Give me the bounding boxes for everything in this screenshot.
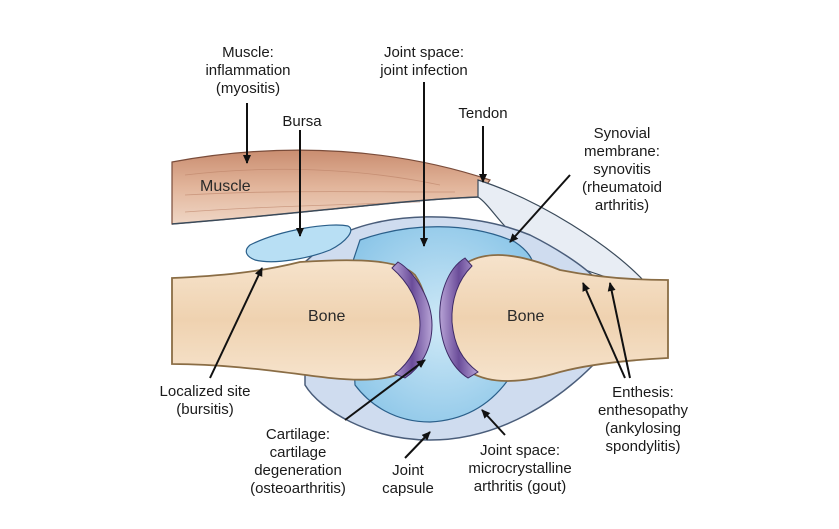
label-synovial-membrane: Synovial membrane: synovitis (rheumatoid…: [581, 125, 663, 214]
tendon-outline: [171, 196, 479, 225]
annotation-arrows: [209, 82, 631, 459]
label-bursa: Bursa: [282, 113, 322, 130]
arrow-enthesis-1: [582, 282, 626, 379]
cartilage-left: [391, 261, 433, 379]
label-localized-site: Localized site (bursitis): [159, 383, 251, 418]
arrow-cartilage: [344, 359, 426, 421]
arrow-joint-capsule: [404, 431, 431, 459]
label-joint-space-gout: Joint space: microcrystalline arthritis …: [468, 442, 572, 495]
label-muscle-inflammation: Muscle: inflammation (myositis): [205, 44, 291, 97]
arrow-localized: [209, 267, 263, 379]
bone-right-tissue-label: Bone: [507, 308, 545, 325]
arrow-enthesis-2: [607, 282, 631, 379]
cartilage-right: [439, 257, 479, 379]
bone-left: [171, 259, 430, 381]
bursa: [245, 224, 352, 263]
arrow-joint-space-gout: [481, 409, 506, 436]
label-tendon: Tendon: [458, 105, 508, 122]
arrow-synovial: [509, 174, 571, 243]
label-enthesis: Enthesis: enthesopathy (ankylosing spond…: [597, 384, 689, 455]
bone-left-tissue-label: Bone: [308, 308, 346, 325]
label-joint-capsule: Joint capsule: [382, 462, 434, 497]
label-cartilage: Cartilage: cartilage degeneration (osteo…: [250, 426, 346, 497]
label-joint-space-infection: Joint space: joint infection: [380, 44, 468, 79]
muscle-tissue-label: Muscle: [200, 178, 251, 195]
